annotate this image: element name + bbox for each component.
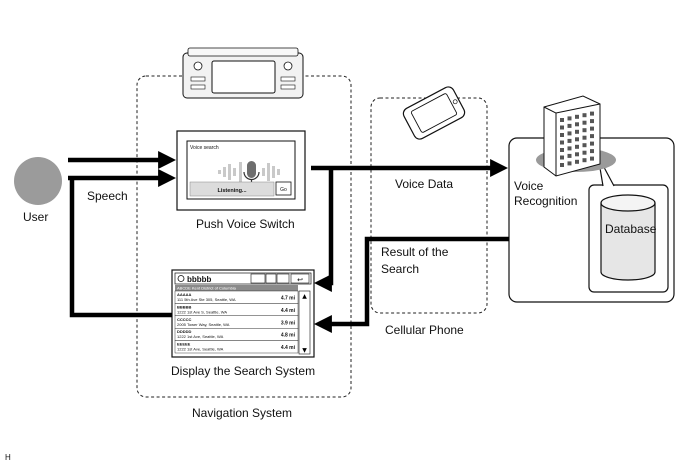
result-name: BBBBB xyxy=(177,304,192,309)
back-button[interactable] xyxy=(290,273,310,284)
building-window xyxy=(567,123,572,128)
result-name: EEEEE xyxy=(177,342,191,347)
building-window xyxy=(560,155,564,160)
building-window xyxy=(590,149,594,154)
building-window xyxy=(575,122,579,127)
building-window xyxy=(590,126,594,131)
display-search-system-label: Display the Search System xyxy=(171,364,315,378)
building-window xyxy=(560,125,564,130)
scrollbar[interactable] xyxy=(298,290,311,355)
building-window xyxy=(590,156,594,161)
building-window xyxy=(582,135,587,140)
user-label: User xyxy=(23,210,48,224)
building-window xyxy=(590,111,594,116)
push-voice-switch-label: Push Voice Switch xyxy=(196,217,295,231)
voice-search-screen: Voice search Listening... Go xyxy=(176,130,306,211)
listening-status: Listening... xyxy=(217,188,247,194)
feedback-arrow xyxy=(69,178,172,318)
corner-mark: H xyxy=(5,453,11,462)
building-window xyxy=(590,134,594,139)
building-window xyxy=(560,140,564,145)
go-button-label: Go xyxy=(280,187,287,193)
building-window xyxy=(575,152,579,157)
navigation-system-label: Navigation System xyxy=(192,406,292,420)
result-name: CCCCC xyxy=(177,317,192,322)
voice-recognition-label-2: Recognition xyxy=(514,194,577,208)
result-label-2: Search xyxy=(381,262,419,276)
voice-data-label: Voice Data xyxy=(395,177,453,191)
result-distance: 4.8 mi xyxy=(281,333,296,339)
building-window xyxy=(582,128,587,133)
building-window xyxy=(582,150,587,155)
building-window xyxy=(567,153,572,158)
building-window xyxy=(567,138,572,143)
wave-bars xyxy=(218,162,280,182)
search-button[interactable] xyxy=(276,273,290,284)
scroll-down-icon: ▼ xyxy=(302,347,307,354)
voice-recognition-label-1: Voice xyxy=(514,179,544,193)
result-row-bg xyxy=(174,340,299,354)
speech-label: Speech xyxy=(87,189,128,203)
head-unit-icon xyxy=(182,47,304,99)
building-window xyxy=(582,120,587,125)
search-query-icon xyxy=(177,275,185,282)
result-name: DDDDD xyxy=(177,329,192,334)
building-window xyxy=(575,129,579,134)
building-window xyxy=(567,161,572,166)
building-window xyxy=(560,118,564,122)
database-icon xyxy=(600,194,656,281)
user-icon xyxy=(14,157,62,205)
building-window xyxy=(575,114,579,119)
mic-button[interactable] xyxy=(265,273,277,284)
results-header: ABCDE Kent District of Columbia xyxy=(177,286,237,291)
building-window xyxy=(582,143,587,148)
result-distance: 4.7 mi xyxy=(281,296,296,302)
result-distance: 4.4 mi xyxy=(281,345,296,351)
building-window xyxy=(575,159,579,164)
search-results-screen: bbbbb ↩ ABCDE Kent District of Columbia … xyxy=(171,269,315,358)
scroll-up-icon: ▲ xyxy=(302,293,307,300)
result-label-1: Result of the xyxy=(381,245,449,259)
search-query-text: bbbbb xyxy=(187,275,212,284)
building-window xyxy=(575,137,579,142)
building-window xyxy=(567,116,572,121)
database-label: Database xyxy=(605,222,657,236)
back-arrow-icon: ↩ xyxy=(297,276,303,284)
building-window xyxy=(567,146,572,151)
result-arrow xyxy=(313,236,509,333)
cellular-phone-label: Cellular Phone xyxy=(385,323,464,337)
smartphone-icon xyxy=(402,86,466,140)
building-window xyxy=(582,113,587,118)
building-window xyxy=(575,144,579,149)
building-window xyxy=(560,163,564,167)
cellular-phone-boundary xyxy=(370,97,488,314)
result-address: 1222 1st Ave, Seattle, WA xyxy=(177,347,224,352)
go-button[interactable] xyxy=(275,181,292,196)
voice-search-title: Voice search xyxy=(190,145,219,151)
result-address: 1222 1st Ave S, Seattle, WA xyxy=(177,309,227,314)
server-building-icon xyxy=(536,95,616,177)
building-window xyxy=(590,141,594,146)
to-display-arrow xyxy=(313,168,334,292)
result-distance: 3.9 mi xyxy=(281,320,296,326)
result-distance: 4.4 mi xyxy=(281,308,296,314)
keyboard-button[interactable] xyxy=(250,273,266,284)
building-window xyxy=(560,148,564,152)
result-address: 1222 1st Ave, Seattle, WA xyxy=(177,334,224,339)
building-window xyxy=(567,131,572,136)
result-address: 111 5th Ave Ste 305, Seattle, WA xyxy=(177,297,236,302)
building-window xyxy=(560,133,564,137)
flow-arrows xyxy=(68,151,509,333)
building-window xyxy=(582,158,587,163)
result-address: 2005 Tower Way, Seattle, WA xyxy=(177,322,230,327)
result-name: AAAAA xyxy=(177,292,192,297)
building-window xyxy=(590,119,594,124)
